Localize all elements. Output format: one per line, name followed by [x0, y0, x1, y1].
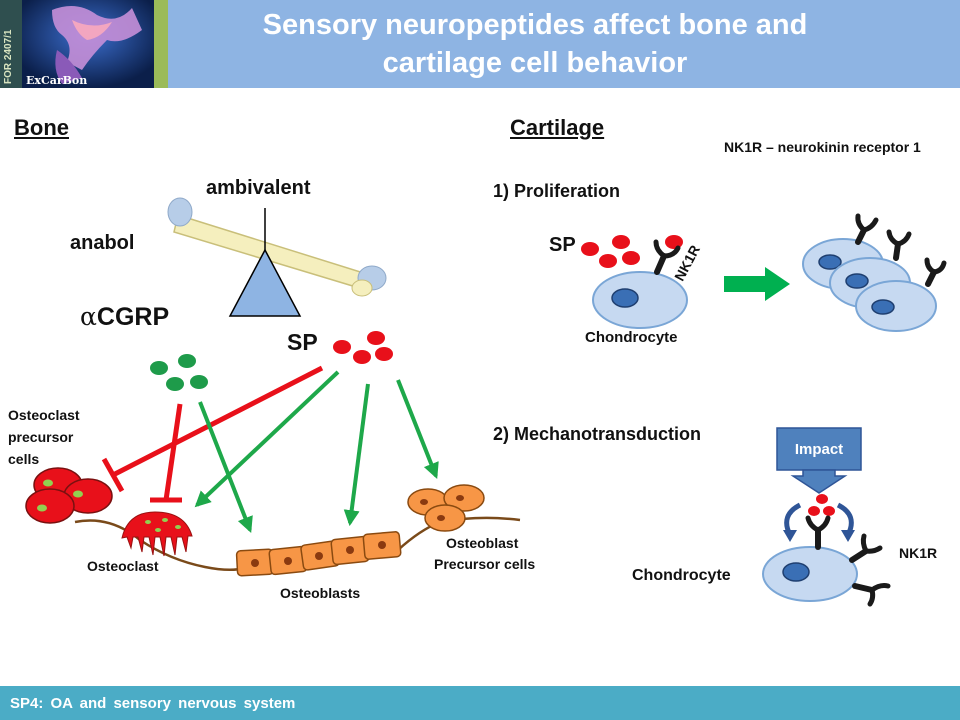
chondrocyte-1-icon: [592, 271, 688, 329]
logo-accent-strip: [154, 0, 168, 88]
osteoblast-precursor-cells-icon: [407, 484, 485, 532]
mechanotransduction-receptors-icon: [805, 515, 891, 607]
nk1r-note: NK1R – neurokinin receptor 1: [724, 139, 921, 155]
osteoclast-precursor-line-3: cells: [8, 451, 40, 467]
chondrocyte-2-icon: [762, 546, 858, 602]
osteoclast-cell-icon: [121, 511, 193, 557]
osteoclast-precursor-cells-icon: [25, 467, 113, 524]
cartilage-sp-label: SP: [549, 234, 576, 256]
nk1r-receptor-icon: [653, 239, 681, 275]
seesaw-fulcrum-icon: [228, 248, 302, 317]
cartilage-heading: Cartilage: [510, 115, 605, 140]
sp-inhibits-osteoclast-precursor-arrow: [101, 365, 324, 493]
sp-molecules-icon: [333, 331, 393, 364]
cgrp-label: αCGRP: [80, 302, 169, 332]
proliferation-heading: 1) Proliferation: [493, 181, 621, 201]
cgrp-text: CGRP: [96, 303, 170, 331]
osteoclast-label: Osteoclast: [87, 558, 159, 574]
proliferation-arrow: [724, 267, 790, 301]
cgrp-inhibits-osteoclast-arrow: [150, 403, 183, 503]
bone-heading: Bone: [14, 115, 69, 140]
footer-bar: SP4: OA and sensory nervous system: [0, 686, 960, 720]
chondrocyte-label-2: Chondrocyte: [632, 567, 731, 584]
osteoclast-precursor-label: Osteoclast precursor cells: [8, 404, 80, 470]
logo-artwork-icon: [22, 0, 154, 88]
impact-arrow-head-left: [783, 530, 797, 542]
project-id-strip: FOR 2407/1: [0, 0, 22, 88]
impact-arrow-head-right: [841, 530, 855, 542]
mechanotransduction-heading: 2) Mechanotransduction: [493, 424, 702, 444]
ambivalent-label: ambivalent: [206, 177, 311, 199]
osteoblasts-label: Osteoblasts: [280, 585, 361, 601]
impact-callout-icon: [776, 427, 862, 494]
osteoclast-precursor-line-2: precursor: [8, 429, 74, 445]
cartilage-sp-molecules-icon: [581, 235, 683, 268]
anabol-label: anabol: [70, 232, 135, 254]
osteoblast-precursor-line-2: Precursor cells: [434, 556, 536, 572]
osteoblast-precursor-label: Osteoblast Precursor cells: [434, 533, 535, 575]
chondrocyte-label-1: Chondrocyte: [585, 329, 678, 346]
page-title: Sensory neuropeptides affect bone and ca…: [180, 6, 890, 82]
logo-text: ExCarBon: [26, 74, 88, 87]
osteoclast-precursor-line-1: Osteoclast: [8, 407, 80, 423]
nk1r-label: NK1R: [899, 545, 938, 561]
footer-text: SP4: OA and sensory nervous system: [10, 695, 296, 712]
title-line-1: Sensory neuropeptides affect bone and: [262, 9, 808, 41]
impact-label: Impact: [794, 441, 844, 458]
title-line-2: cartilage cell behavior: [382, 47, 688, 79]
excarbon-logo: ExCarBon: [22, 0, 154, 88]
impact-sp-molecules-icon: [808, 494, 835, 516]
bone-sp-label: SP: [287, 329, 318, 355]
stimulation-arrows: [194, 370, 439, 533]
bone-seesaw-icon: [167, 197, 387, 297]
osteoblast-precursor-line-1: Osteoblast: [446, 535, 519, 551]
cgrp-molecules-icon: [150, 354, 208, 391]
proliferated-receptors-icon: [855, 213, 947, 287]
alpha-symbol: α: [80, 302, 97, 331]
proliferated-chondrocytes-icon: [802, 238, 937, 332]
osteoblasts-row-icon: [235, 531, 402, 577]
